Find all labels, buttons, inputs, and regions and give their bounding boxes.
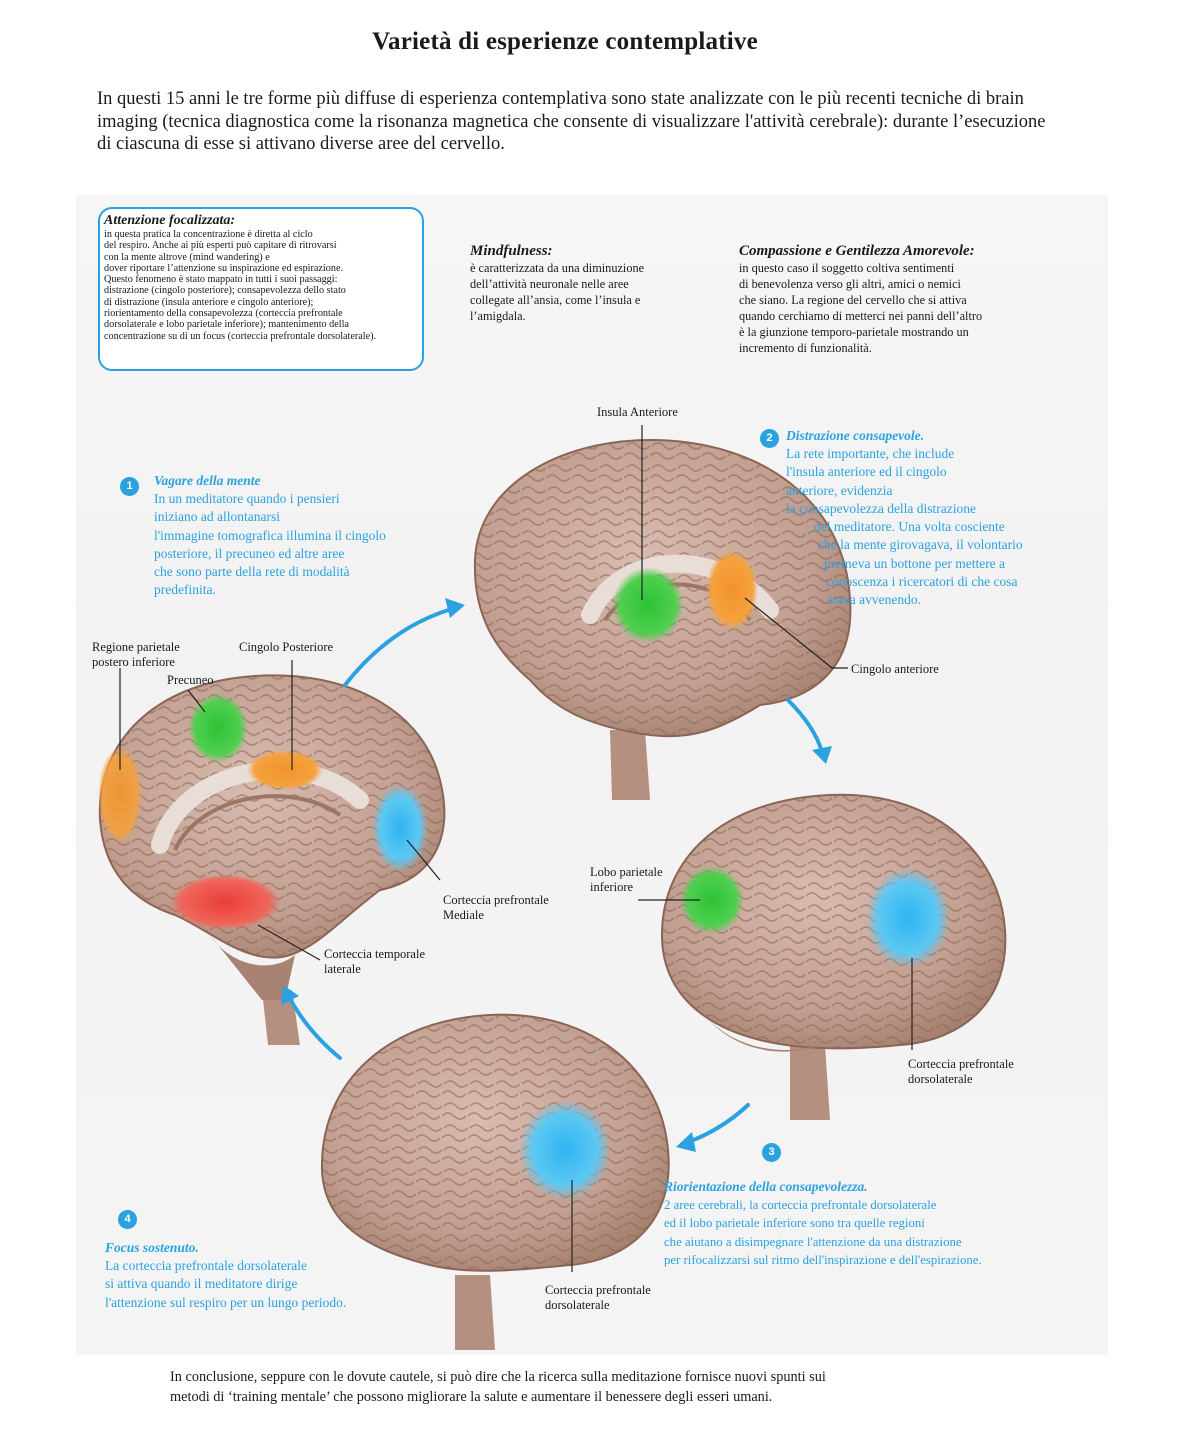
label-prefrontale-mediale: Corteccia prefrontale Mediale [443,893,549,922]
intro-paragraph: In questi 15 anni le tre forme più diffu… [97,89,1046,154]
brain-3-dorsolaterale-area [866,868,950,968]
step-2-text: Distrazione consapevole. La rete importa… [786,427,1086,610]
page-title: Varietà di esperienze contemplative [372,28,758,55]
label-cingolo-posteriore: Cingolo Posteriore [239,640,334,654]
label-regione-parietale: Regione parietale postero inferiore [92,640,180,669]
attention-focused-body: in questa pratica la concentrazione è di… [104,229,377,342]
step-2-title: Distrazione consapevole. [786,428,924,443]
leader-lines [119,425,913,1272]
brain-1-temporale-area [170,874,280,930]
brain-2-medial [473,438,852,800]
step-1-text: Vagare della mente In un meditatore quan… [154,472,454,600]
brain-1-medial [98,674,446,1045]
label-dorsolaterale-brain-3: Corteccia prefrontale dorsolaterale [908,1057,1014,1086]
label-lobo-parietale: Lobo parietale inferiore [590,865,663,894]
brain-1-prefrontale-mediale-area [372,784,428,872]
brain-1-cingolo-posteriore-area [247,750,323,790]
arrow-heads [281,598,832,1152]
compassion-body: in questo caso il soggetto coltiva senti… [739,261,983,355]
brain-1-precuneo-area [188,693,248,763]
brain-4-lateral [320,1013,670,1350]
compassion-block: Compassione e Gentilezza Amorevole: in q… [739,243,1059,356]
step-4-badge: 4 [118,1210,137,1229]
mindfulness-block: Mindfulness: è caratterizzata da una dim… [470,243,700,324]
step-4-title: Focus sostenuto. [105,1240,199,1255]
mindfulness-body: è caratterizzata da una diminuzione dell… [470,261,645,323]
brain-3-lobo-parietale-area [680,866,744,934]
brain-1-parietale-area [98,747,142,843]
step-1-badge: 1 [120,477,139,496]
brain-2-cingolo-anteriore-area [706,550,758,630]
conclusion-paragraph: In conclusione, seppure con le dovute ca… [170,1369,826,1405]
step-3-text: Riorientazione della consapevolezza. 2 a… [664,1178,1044,1269]
step-1-title: Vagare della mente [154,473,261,488]
compassion-title: Compassione e Gentilezza Amorevole: [739,243,975,259]
step-3-title: Riorientazione della consapevolezza. [664,1179,868,1194]
brain-3-lateral [660,793,1007,1120]
label-corteccia-temporale: Corteccia temporale laterale [324,947,425,976]
attention-focused-box: Attenzione focalizzata: in questa pratic… [98,207,424,371]
attention-focused-title: Attenzione focalizzata: [104,213,236,228]
label-cingolo-anteriore: Cingolo anteriore [851,662,939,676]
brain-1-stem [262,990,300,1045]
step-3-badge: 3 [762,1143,781,1162]
step-4-text: Focus sostenuto. La corteccia prefrontal… [105,1239,405,1312]
brain-4-dorsolaterale-area [519,1100,611,1200]
step-2-badge: 2 [760,429,779,448]
label-insula-anteriore: Insula Anteriore [597,405,678,419]
mindfulness-title: Mindfulness: [470,243,553,259]
brain-2-insula-area [612,567,684,643]
label-precuneo: Precuneo [167,673,214,687]
label-dorsolaterale-brain-4: Corteccia prefrontale dorsolaterale [545,1283,651,1312]
